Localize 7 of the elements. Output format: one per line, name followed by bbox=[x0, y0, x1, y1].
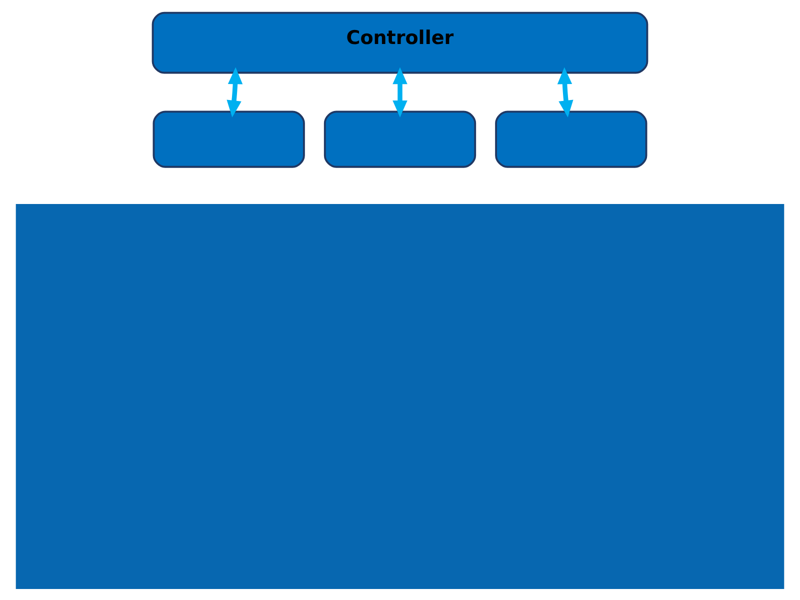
node-box bbox=[152, 110, 305, 168]
arrow bbox=[557, 67, 574, 118]
arrow bbox=[226, 67, 243, 118]
node-box bbox=[324, 110, 476, 168]
arrow bbox=[392, 67, 408, 118]
node-box bbox=[495, 110, 648, 168]
node-box bbox=[16, 204, 784, 590]
